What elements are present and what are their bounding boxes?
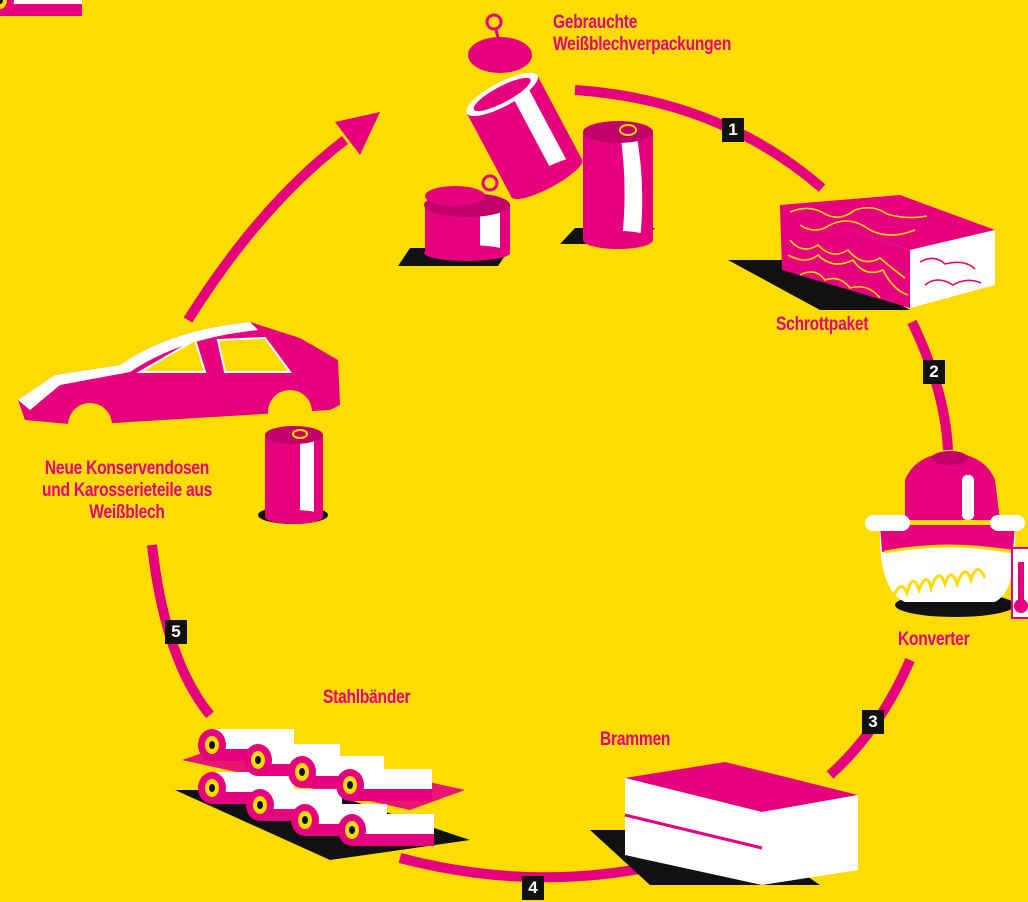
new-can-icon [258,426,328,524]
label-used-packaging-line2: Weißblechverpackungen [553,34,731,56]
converter-icon [865,451,1025,617]
label-new-products-line1: Neue Konservendosen [25,458,230,480]
slabs-icon [590,762,858,885]
label-slabs: Brammen [600,729,670,751]
label-used-packaging: Gebrauchte Weißblechverpackungen [553,12,731,56]
cycle-segment-4 [400,858,655,877]
thermometer-icon [1012,548,1028,618]
cycle-arrow-icon [188,112,380,320]
label-new-products-line3: Weißblech [25,502,230,524]
step-marker-4: 4 [522,876,544,900]
label-converter: Konverter [898,629,969,651]
label-new-products-line2: und Karosserieteile aus [25,480,230,502]
label-scrap-bale: Schrottpaket [776,314,868,336]
label-used-packaging-line1: Gebrauchte [553,12,731,34]
label-new-products: Neue Konservendosen und Karosserieteile … [25,458,230,524]
scrap-bale-icon [728,195,995,310]
step-marker-5: 5 [165,620,187,644]
step-marker-3: 3 [862,710,884,734]
step-marker-1: 1 [722,118,744,142]
step-marker-2: 2 [923,360,945,384]
label-steel-strips: Stahlbänder [323,687,410,709]
cycle-segment-2 [912,322,948,450]
